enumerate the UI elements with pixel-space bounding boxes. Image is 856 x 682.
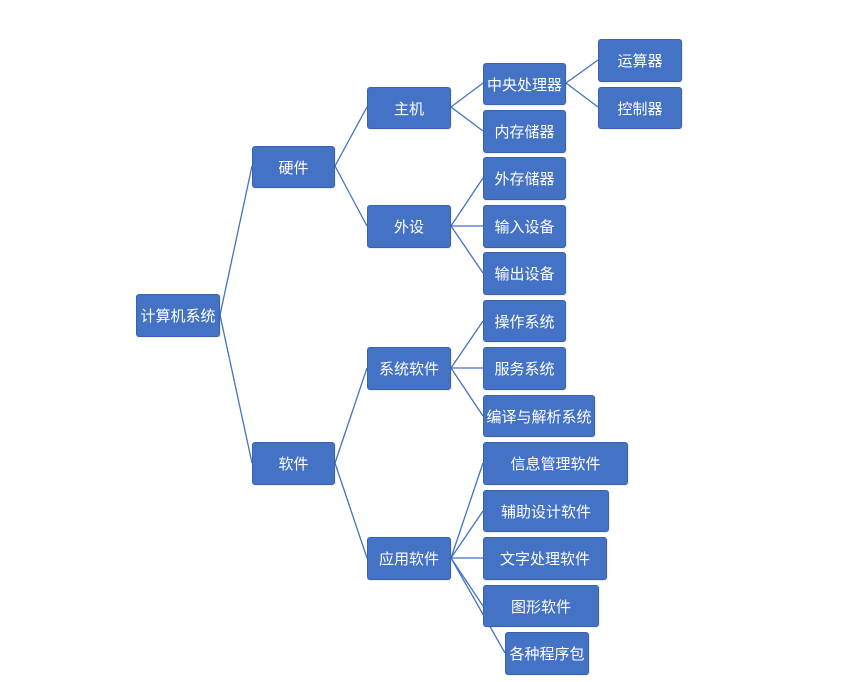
node-alu: 运算器: [598, 39, 682, 82]
node-input-device: 输入设备: [483, 205, 566, 248]
node-software: 软件: [252, 442, 335, 485]
connector-software-system: [334, 367, 368, 464]
node-output-device: 输出设备: [483, 252, 566, 295]
connector-host-cpu: [450, 82, 484, 108]
connector-hardware-host: [334, 106, 368, 167]
connector-app-graphics: [450, 557, 484, 607]
node-controller: 控制器: [598, 87, 682, 129]
node-computer-system: 计算机系统: [136, 294, 220, 337]
node-memory: 内存储器: [483, 110, 566, 153]
node-graphics-software: 图形软件: [483, 585, 599, 627]
node-hardware: 硬件: [252, 146, 335, 188]
node-operating-system: 操作系统: [483, 300, 566, 342]
connector-app-packages: [450, 557, 506, 654]
node-compiler-interpreter: 编译与解析系统: [483, 395, 595, 437]
connector-root-hardware: [219, 165, 253, 316]
connector-peripherals-storage: [450, 177, 484, 227]
connector-host-memory: [450, 106, 484, 132]
node-cpu: 中央处理器: [483, 63, 566, 105]
connector-system-compiler: [450, 367, 484, 417]
node-peripherals: 外设: [367, 205, 451, 248]
connector-app-info: [450, 462, 484, 559]
node-application-software: 应用软件: [367, 537, 451, 580]
node-word-processing-software: 文字处理软件: [483, 537, 607, 580]
connector-hardware-peripherals: [334, 165, 368, 227]
node-cad-software: 辅助设计软件: [483, 490, 609, 532]
connector-cpu-alu: [565, 59, 599, 84]
node-info-management-software: 信息管理软件: [483, 442, 628, 485]
node-service-system: 服务系统: [483, 347, 566, 390]
connector-system-os: [450, 320, 484, 369]
connector-peripherals-output: [450, 225, 484, 274]
node-host: 主机: [367, 87, 451, 129]
connector-cpu-controller: [565, 82, 599, 108]
connector-root-software: [219, 314, 253, 464]
node-system-software: 系统软件: [367, 347, 451, 390]
connector-software-application: [334, 462, 368, 559]
connector-app-cad: [450, 510, 484, 559]
node-external-storage: 外存储器: [483, 157, 566, 200]
node-program-packages: 各种程序包: [505, 632, 589, 675]
